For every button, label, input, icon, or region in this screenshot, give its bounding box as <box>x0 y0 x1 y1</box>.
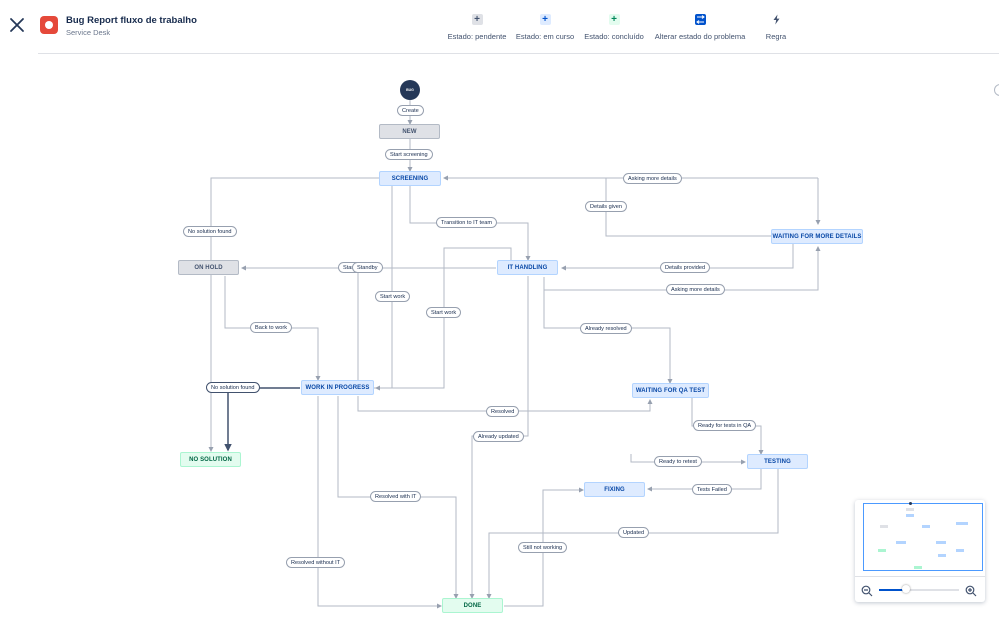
transition-lines <box>208 100 999 609</box>
status-work-in-progress[interactable]: WORK IN PROGRESS <box>301 380 374 395</box>
transition-start-work[interactable]: Start work <box>375 291 411 302</box>
transition-to-it-team[interactable]: Transition to IT team <box>436 217 497 228</box>
transition-ready-to-retest[interactable]: Ready to retest <box>654 456 702 467</box>
status-done[interactable]: DONE <box>442 598 503 613</box>
header: Bug Report fluxo de trabalho Service Des… <box>0 0 999 54</box>
plus-icon: + <box>539 14 551 25</box>
transition-asking-more-details[interactable]: Asking more details <box>623 173 682 184</box>
zoom-slider[interactable] <box>879 585 959 593</box>
transition-start-screening[interactable]: Start screening <box>385 149 433 160</box>
close-button[interactable] <box>8 16 26 34</box>
transition-already-resolved[interactable]: Already resolved <box>580 323 632 334</box>
project-icon <box>40 16 58 34</box>
zoom-out-icon[interactable] <box>861 584 873 597</box>
transition-start-work[interactable]: Start work <box>426 307 462 318</box>
transition-resolved[interactable]: Resolved <box>486 406 520 417</box>
plus-icon: + <box>471 14 483 25</box>
tool-label: Estado: pendente <box>447 32 507 41</box>
minimap-node <box>936 541 946 544</box>
add-todo-status-button[interactable]: + Estado: pendente <box>448 14 506 46</box>
transition-ready-for-tests-in-qa[interactable]: Ready for tests in QA <box>693 420 757 431</box>
minimap-node <box>956 522 968 525</box>
plus-icon: + <box>608 14 620 25</box>
tool-label: Estado: em curso <box>515 32 575 41</box>
rule-button[interactable]: Regra <box>762 14 790 46</box>
transition-asking-more-details[interactable]: Asking more details <box>666 284 725 295</box>
minimap-start <box>909 502 912 505</box>
transition-details-given[interactable]: Details given <box>585 201 628 212</box>
zoom-in-icon[interactable] <box>965 584 977 597</box>
transition-resolved-with-it[interactable]: Resolved with IT <box>370 491 422 502</box>
minimap-node <box>922 525 930 528</box>
minimap[interactable] <box>855 500 985 602</box>
change-issue-status-button[interactable]: Alterar estado do problema <box>654 14 746 46</box>
project-type: Service Desk <box>66 28 111 37</box>
tool-label: Estado: concluído <box>584 32 644 41</box>
status-it-handling[interactable]: IT HANDLING <box>497 260 558 275</box>
minimap-node <box>914 566 922 569</box>
transition-still-not-working[interactable]: Still not working <box>518 542 568 553</box>
add-done-status-button[interactable]: + Estado: concluído <box>584 14 644 46</box>
side-panel-handle[interactable] <box>994 84 999 96</box>
status-screening[interactable]: SCREENING <box>379 171 441 186</box>
minimap-node <box>956 549 964 552</box>
minimap-node <box>878 549 886 552</box>
minimap-node <box>906 508 914 511</box>
add-in-progress-status-button[interactable]: + Estado: em curso <box>516 14 574 46</box>
status-on-hold[interactable]: ON HOLD <box>178 260 239 275</box>
create-transition[interactable]: Create <box>397 105 424 116</box>
status-testing[interactable]: TESTING <box>747 454 808 469</box>
transition-no-solution-found-selected[interactable]: No solution found <box>206 382 260 393</box>
start-node[interactable]: BUG <box>400 80 420 100</box>
transition-updated[interactable]: Updated <box>618 527 650 538</box>
transition-tests-failed[interactable]: Tests Failed <box>692 484 732 495</box>
tool-label: Regra <box>765 32 787 41</box>
zoom-slider-fill <box>879 589 906 591</box>
transition-standby[interactable]: Standby <box>352 262 383 273</box>
tool-label: Alterar estado do problema <box>654 32 746 41</box>
zoom-slider-thumb[interactable] <box>902 585 910 593</box>
transition-icon <box>694 14 706 25</box>
transition-back-to-work[interactable]: Back to work <box>250 322 293 333</box>
minimap-node <box>938 554 946 557</box>
lightning-icon <box>771 14 782 25</box>
transition-already-updated[interactable]: Already updated <box>473 431 524 442</box>
status-new[interactable]: NEW <box>379 124 440 139</box>
minimap-node <box>896 541 906 544</box>
minimap-node <box>906 514 914 517</box>
transition-no-solution-found[interactable]: No solution found <box>183 226 237 237</box>
status-waiting-for-more-details[interactable]: WAITING FOR MORE DETAILS <box>771 229 863 244</box>
workflow-canvas[interactable]: BUG Create NEW Start screening SCREENING… <box>0 54 999 622</box>
status-no-solution[interactable]: NO SOLUTION <box>180 452 241 467</box>
status-fixing[interactable]: FIXING <box>584 482 645 497</box>
workflow-title: Bug Report fluxo de trabalho <box>66 15 197 26</box>
minimap-node <box>880 525 888 528</box>
transition-details-provided[interactable]: Details provided <box>660 262 711 273</box>
header-divider <box>38 53 999 54</box>
minimap-divider <box>855 576 985 577</box>
transition-resolved-without-it[interactable]: Resolved without IT <box>286 557 346 568</box>
close-icon[interactable] <box>8 16 26 34</box>
minimap-viewport[interactable] <box>863 502 983 571</box>
status-waiting-for-qa-test[interactable]: WAITING FOR QA TEST <box>632 383 709 398</box>
